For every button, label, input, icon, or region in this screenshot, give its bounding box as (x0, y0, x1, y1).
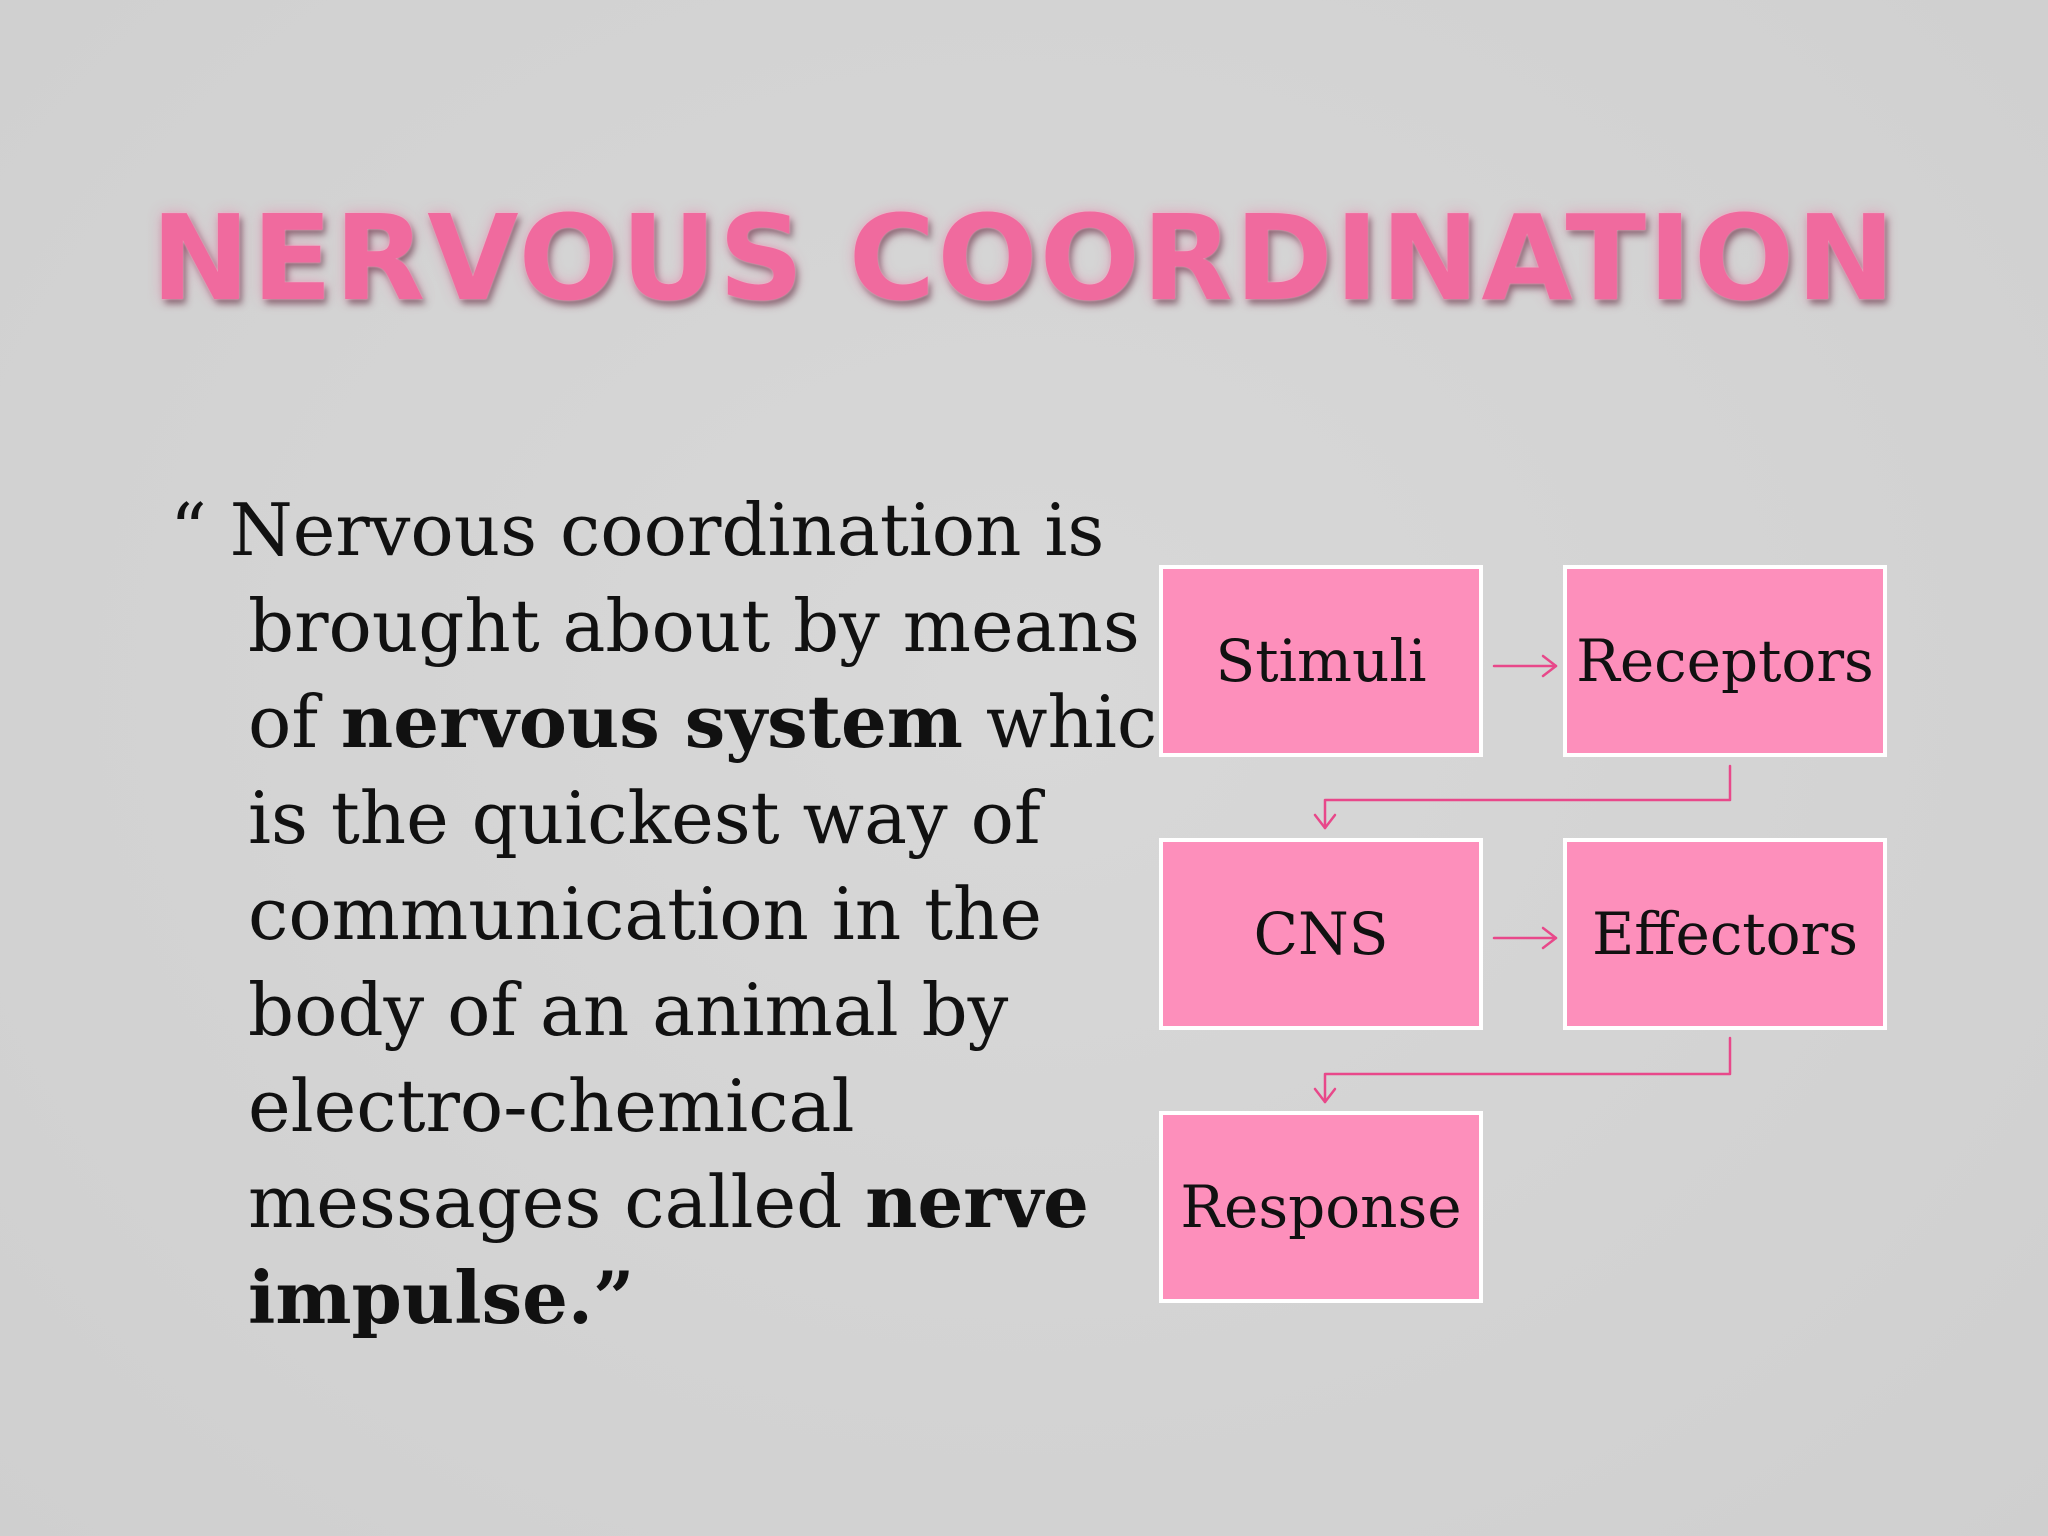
term-nerve-impulse: nerve impulse.” (248, 1159, 1089, 1340)
connector-receptors-cns (1313, 764, 1732, 830)
term-nervous-system: nervous system (340, 679, 963, 764)
definition-segment-1: Nervous coordination is brought about by… (229, 488, 1140, 764)
node-response: Response (1159, 1111, 1483, 1303)
slide-title: NERVOUS COORDINATION (151, 189, 1897, 327)
node-effectors: Effectors (1563, 838, 1887, 1030)
node-stimuli: Stimuli (1159, 565, 1483, 757)
connector-cns-effectors (1492, 926, 1558, 950)
open-quote: “ (170, 488, 230, 572)
node-cns: CNS (1159, 838, 1483, 1030)
connector-stimuli-receptors (1492, 654, 1558, 678)
connector-effectors-response (1313, 1036, 1732, 1104)
definition-text: “ Nervous coordination is brought about … (170, 482, 1208, 1346)
node-receptors: Receptors (1563, 565, 1887, 757)
